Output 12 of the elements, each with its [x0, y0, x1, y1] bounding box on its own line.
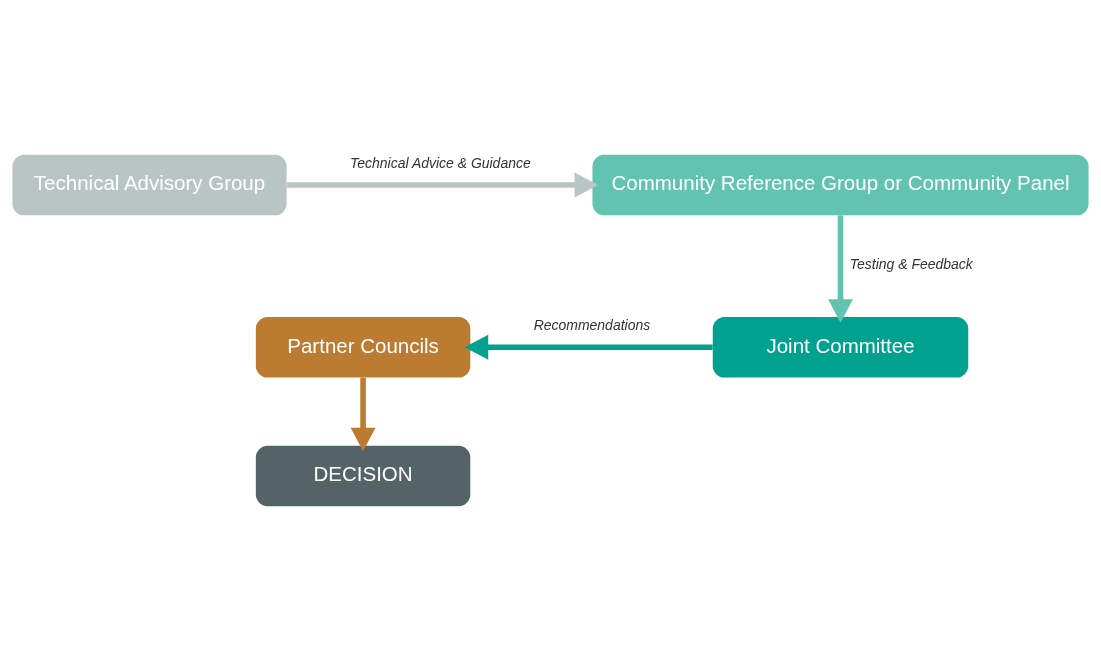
- arrow: [286, 172, 599, 197]
- arrow: [828, 214, 853, 323]
- edge-label: Technical Advice & Guidance: [350, 154, 531, 171]
- arrow: [464, 334, 713, 360]
- node-box: Community Reference Group or Community Panel: [592, 154, 1089, 215]
- edge-label: Recommendations: [533, 316, 651, 333]
- node-box: DECISION: [255, 445, 471, 506]
- node-box: Partner Councils: [255, 316, 471, 378]
- arrow: [350, 377, 376, 451]
- node-box: Technical Advisory Group: [12, 154, 287, 215]
- edge-label: Testing & Feedback: [849, 255, 973, 272]
- node-box: Joint Committee: [712, 316, 969, 378]
